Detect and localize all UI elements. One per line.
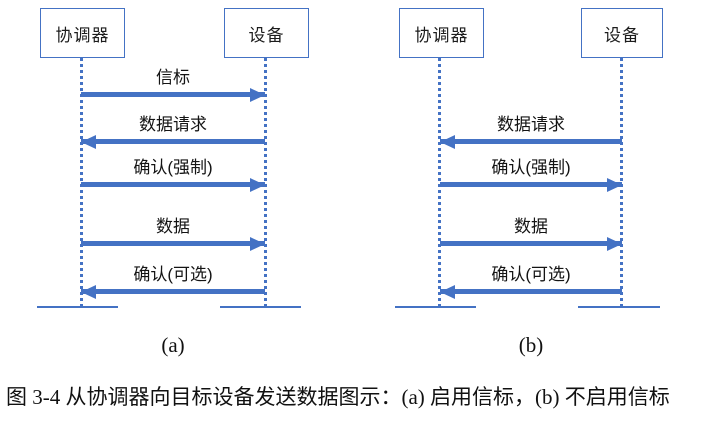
device-baseline-a <box>220 306 301 308</box>
arrow-left-icon <box>440 134 622 149</box>
message-label: 确认(强制) <box>491 158 571 177</box>
arrow-left-icon <box>81 284 265 299</box>
device-baseline-b <box>578 306 660 308</box>
arrowhead-icon <box>440 284 455 299</box>
arrowhead-icon <box>81 134 96 149</box>
message-label: 信标 <box>156 68 190 87</box>
sublabel-a: (a) <box>161 333 185 357</box>
arrow-right-icon <box>440 177 622 192</box>
arrowhead-icon <box>250 177 265 192</box>
arrowhead-icon <box>607 236 622 251</box>
message-label: 数据 <box>514 217 548 236</box>
device-label-a: 设备 <box>248 25 285 45</box>
arrow-right-icon <box>81 236 265 251</box>
device-lifeline-a <box>264 58 267 307</box>
coordinator-box-b: 协调器 <box>399 8 484 58</box>
arrowhead-icon <box>607 177 622 192</box>
arrowhead-icon <box>440 134 455 149</box>
coordinator-label-b: 协调器 <box>414 25 469 45</box>
message-label: 确认(可选) <box>491 265 571 284</box>
device-box-b: 设备 <box>581 8 663 58</box>
arrow-left-icon <box>440 284 622 299</box>
message-label: 数据 <box>156 217 190 236</box>
coordinator-label-a: 协调器 <box>55 25 110 45</box>
arrowhead-icon <box>81 284 96 299</box>
arrow-left-icon <box>81 134 265 149</box>
arrowhead-icon <box>250 87 265 102</box>
arrow-right-icon <box>81 87 265 102</box>
message-label: 确认(可选) <box>133 265 213 284</box>
device-box-a: 设备 <box>224 8 309 58</box>
coordinator-lifeline-b <box>438 58 441 307</box>
coordinator-baseline-b <box>395 306 476 308</box>
message-label: 数据请求 <box>497 115 565 134</box>
figure-caption: 图 3-4 从协调器向目标设备发送数据图示：(a) 启用信标，(b) 不启用信标 <box>6 385 670 409</box>
arrowhead-icon <box>250 236 265 251</box>
message-label: 确认(强制) <box>133 158 213 177</box>
sublabel-b: (b) <box>518 333 544 357</box>
coordinator-box-a: 协调器 <box>40 8 125 58</box>
arrow-right-icon <box>81 177 265 192</box>
coordinator-baseline-a <box>37 306 118 308</box>
arrow-right-icon <box>440 236 622 251</box>
device-label-b: 设备 <box>604 25 640 45</box>
message-label: 数据请求 <box>139 115 207 134</box>
